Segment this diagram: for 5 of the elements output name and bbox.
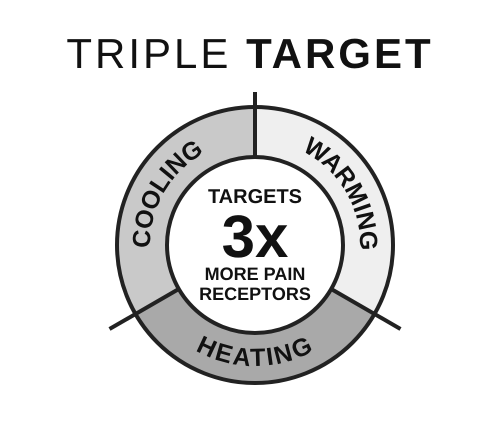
center-heading: TARGETS	[208, 186, 302, 208]
title: TRIPLE TARGET	[65, 30, 435, 78]
center-text: MORE PAIN RECEPTORS	[198, 264, 312, 304]
segment-label: HEATING	[192, 330, 318, 372]
center-figure: 3x	[222, 208, 288, 265]
